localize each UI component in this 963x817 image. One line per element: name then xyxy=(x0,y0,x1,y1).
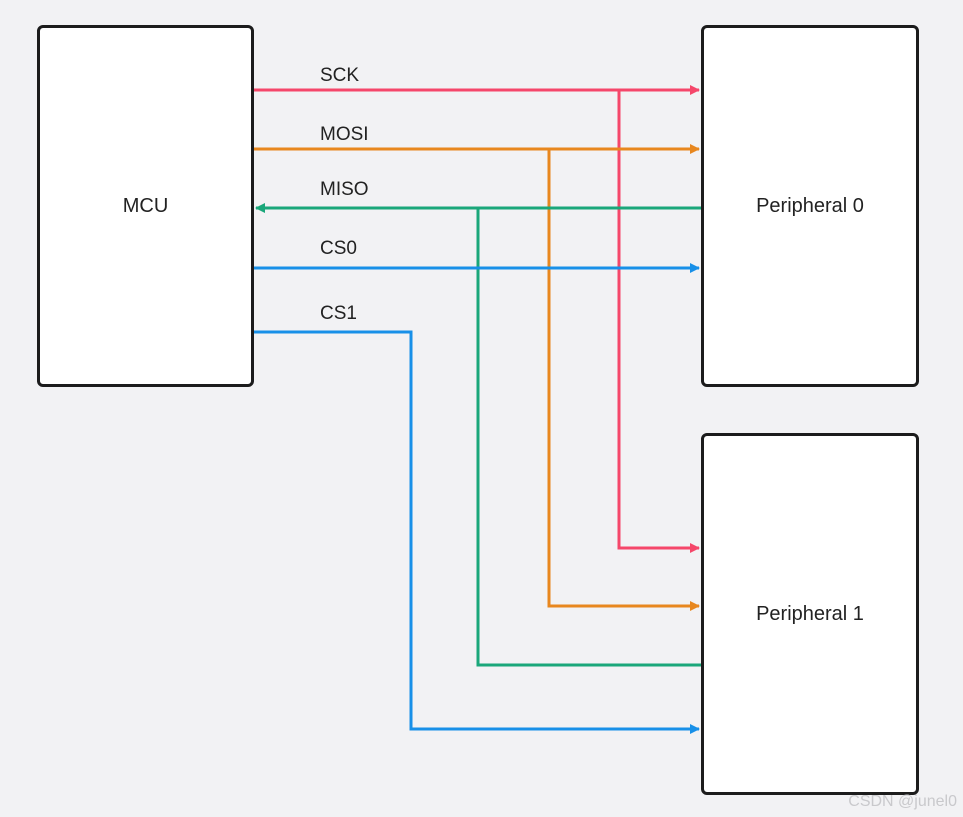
mosi-line-p1 xyxy=(547,149,700,611)
miso-label: MISO xyxy=(320,179,369,200)
mosi-label: MOSI xyxy=(320,124,369,145)
sck-line-p1 xyxy=(617,90,700,553)
peripheral-1-block: Peripheral 1 xyxy=(701,433,919,795)
cs0-label: CS0 xyxy=(320,238,357,259)
sck-label: SCK xyxy=(320,65,360,86)
peripheral-0-block: Peripheral 0 xyxy=(701,25,919,387)
watermark: CSDN @junel0 xyxy=(848,793,957,810)
peripheral-1-label: Peripheral 1 xyxy=(756,602,864,625)
peripheral-0-label: Peripheral 0 xyxy=(756,194,864,217)
cs1-line xyxy=(254,330,700,734)
mcu-block: MCU xyxy=(37,25,254,387)
mcu-label: MCU xyxy=(122,194,169,217)
miso-line-p1 xyxy=(476,208,701,667)
cs1-label: CS1 xyxy=(320,303,357,324)
